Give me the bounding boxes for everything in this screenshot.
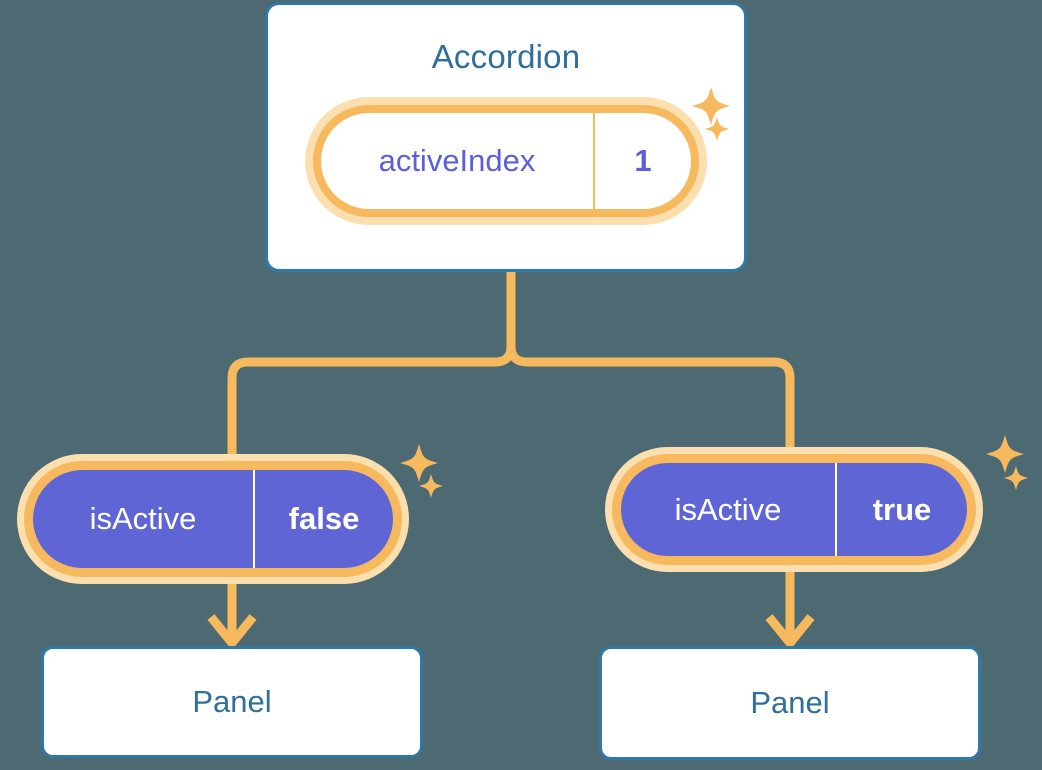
panel-title: Panel (192, 684, 272, 719)
pill-body: activeIndex 1 (321, 113, 691, 209)
sparkle-right-large (986, 435, 1024, 473)
state-pill-active-index[interactable]: activeIndex 1 (305, 97, 707, 225)
panel-title: Panel (750, 685, 830, 720)
branch-connector-path (227, 266, 516, 461)
sparkle-left-small (419, 474, 443, 498)
pill-ring (313, 105, 699, 217)
prop-value-label: true (835, 463, 967, 556)
branch-connector-path-right (506, 266, 795, 454)
component-card-panel-left[interactable]: Panel (41, 646, 423, 758)
pill-body: isActive false (33, 470, 393, 568)
component-card-panel-right[interactable]: Panel (599, 646, 981, 760)
prop-key-label: isActive (674, 491, 782, 527)
accordion-title: Accordion (431, 38, 581, 75)
pill-ring (24, 461, 402, 577)
pill-ring (612, 454, 976, 565)
sparkle-right-small (1004, 466, 1028, 490)
state-key-label: activeIndex (378, 143, 536, 178)
arrow-down-icon-left (207, 614, 257, 651)
state-value-label: 1 (593, 113, 691, 209)
prop-key-label: isActive (89, 501, 197, 536)
state-pill-is-active-false[interactable]: isActive false (17, 454, 409, 584)
pill-body: isActive true (621, 463, 967, 556)
prop-value-label: false (253, 470, 393, 568)
arrow-down-icon-right (765, 614, 815, 651)
state-pill-is-active-true[interactable]: isActive true (605, 447, 983, 572)
